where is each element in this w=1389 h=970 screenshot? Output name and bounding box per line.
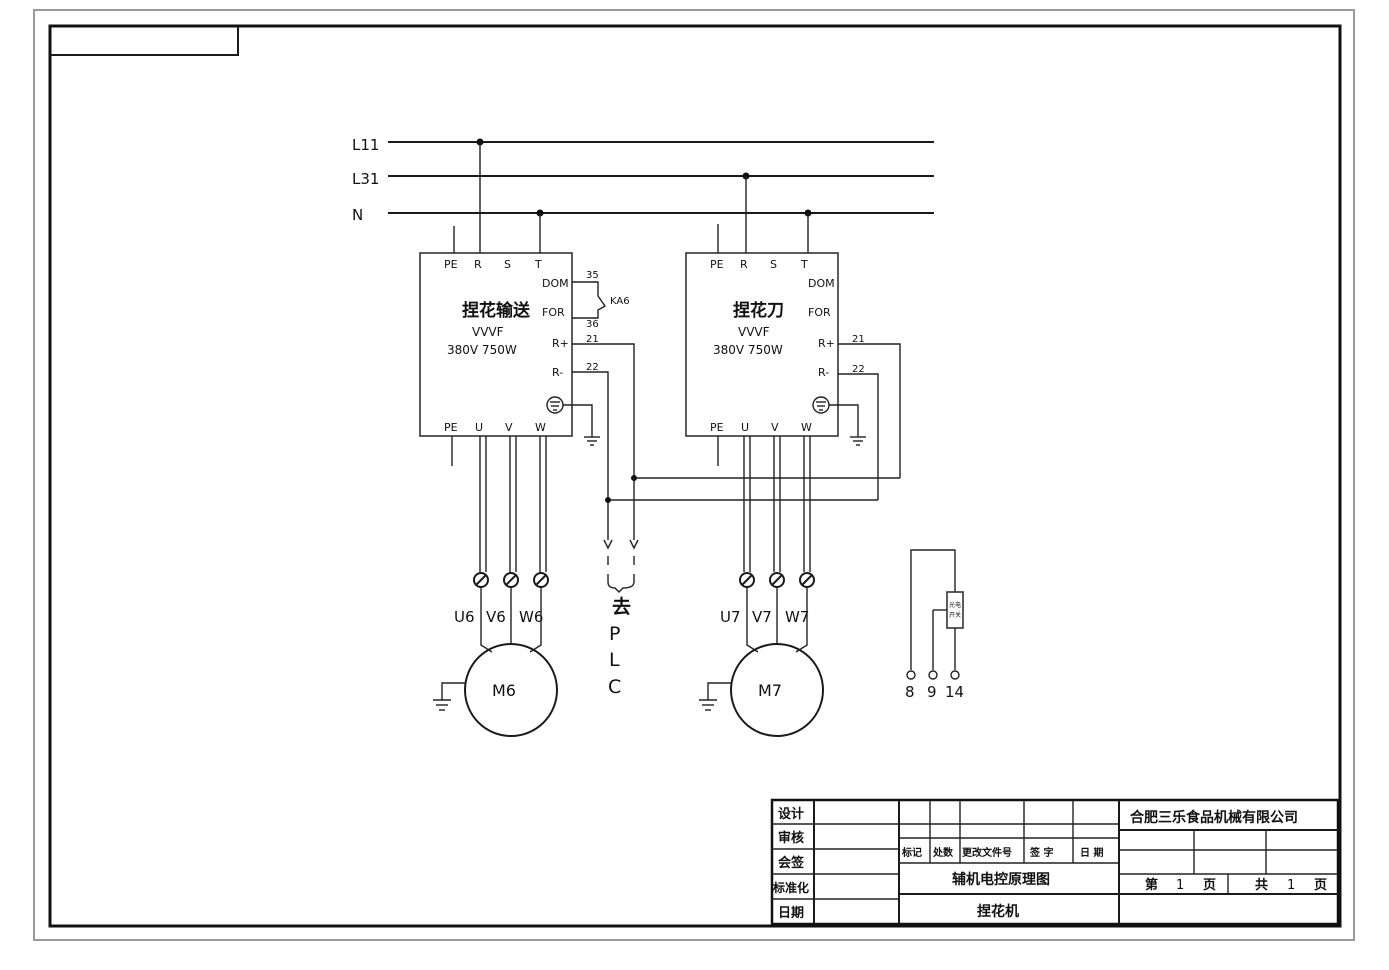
phase-v6: V6 (486, 608, 506, 626)
wire-21b: 21 (852, 334, 865, 345)
vfd2-name: 捏花刀 (733, 300, 784, 321)
plc-label-l: L (609, 649, 620, 671)
title-block: 设计 审核 会签 标准化 日期 标记 处数 更改文件号 签 字 日 期 辅机电控… (770, 798, 1340, 926)
tb-rev-date: 日 期 (1080, 846, 1103, 859)
phase-u7: U7 (720, 608, 741, 626)
plc-connector: 去 P L C (603, 539, 639, 698)
phase-w7: W7 (785, 608, 809, 626)
photo-sensor-icon (946, 591, 964, 629)
vfd2-term-pe-out: PE (710, 421, 724, 434)
tb-page-gong: 共 (1255, 877, 1268, 893)
plc-label-c: C (608, 676, 621, 698)
vfd1-term-pe-out: PE (444, 421, 458, 434)
vfd2-term-t: T (800, 258, 808, 271)
tb-rev-docno: 更改文件号 (962, 846, 1012, 859)
motor-m7-circuit: U7 V7 W7 M7 (699, 436, 824, 737)
photo-sensor: 光电 开关 8 9 14 (905, 549, 964, 701)
vfd2-term-s: S (770, 258, 777, 271)
bus-label-l31: L31 (352, 170, 379, 188)
wire-22b: 22 (852, 364, 865, 375)
phase-v7: V7 (752, 608, 772, 626)
vfd1-term-s: S (504, 258, 511, 271)
vfd1-term-u: U (475, 421, 483, 434)
vfd2-type: VVVF (738, 325, 770, 339)
vfd1-side-for: FOR (542, 306, 565, 319)
vfd2-side-rminus: R- (818, 366, 829, 379)
relay-ka6: 35 36 KA6 (572, 270, 630, 330)
relay-ka6-label: KA6 (610, 296, 630, 307)
tb-rev-mark: 标记 (901, 846, 922, 859)
vfd2-term-pe: PE (710, 258, 724, 271)
sensor-term-9: 9 (927, 683, 937, 701)
tb-label-design: 设计 (778, 806, 804, 822)
vfd1-term-pe: PE (444, 258, 458, 271)
sensor-term-8: 8 (905, 683, 915, 701)
tb-machine-name: 捏花机 (977, 903, 1019, 920)
tb-label-review: 审核 (778, 830, 804, 846)
bus-label-l11: L11 (352, 136, 379, 154)
sensor-label-2: 开关 (949, 611, 961, 619)
plc-label-go: 去 (612, 595, 631, 618)
tb-label-date: 日期 (778, 906, 804, 921)
tb-page-di: 第 (1145, 877, 1158, 893)
plc-label-p: P (609, 623, 620, 645)
tb-page-ye1: 页 (1203, 878, 1216, 893)
vfd-1: PE R S T DOM FOR R+ R- 捏花输送 VVVF 380V 75… (419, 142, 600, 466)
bus-label-n: N (352, 206, 363, 224)
motor-m6-circuit: U6 V6 W6 M6 (433, 436, 558, 737)
vfd-2: PE R S T DOM FOR R+ R- 捏花刀 VVVF 380V 750… (685, 176, 901, 500)
motor-m6-label: M6 (492, 681, 516, 700)
vfd1-term-t: T (534, 258, 542, 271)
phase-w6: W6 (519, 608, 543, 626)
wire-36: 36 (586, 319, 599, 330)
vfd2-term-v: V (771, 421, 779, 434)
tb-rev-count: 处数 (932, 846, 954, 859)
vfd1-side-rplus: R+ (552, 337, 569, 350)
vfd2-side-dom: DOM (808, 277, 835, 290)
power-bus: L11 L31 N (352, 136, 934, 224)
phase-u6: U6 (454, 608, 475, 626)
vfd1-signal-wires: 21 22 (572, 334, 900, 540)
sensor-label-1: 光电 (949, 601, 961, 609)
vfd2-term-u: U (741, 421, 749, 434)
wire-22a: 22 (586, 362, 599, 373)
vfd1-rating: 380V 750W (447, 343, 517, 357)
motor-m6-icon (464, 643, 558, 737)
vfd1-side-rminus: R- (552, 366, 563, 379)
tb-label-countersign: 会签 (778, 855, 805, 871)
vfd2-side-for: FOR (808, 306, 831, 319)
vfd1-term-w: W (535, 421, 546, 434)
vfd2-rating: 380V 750W (713, 343, 783, 357)
tb-drawing-title: 辅机电控原理图 (952, 871, 1050, 888)
vfd1-name: 捏花输送 (462, 300, 531, 321)
vfd1-type: VVVF (472, 325, 504, 339)
tb-page-ye2: 页 (1314, 878, 1327, 893)
vfd2-term-r: R (740, 258, 748, 271)
drawing-frame (33, 9, 1355, 941)
motor-m7-label: M7 (758, 681, 782, 700)
motor-m7-icon (730, 643, 824, 737)
tb-rev-sign: 签 字 (1029, 846, 1053, 859)
sensor-term-14: 14 (945, 683, 964, 701)
vfd1-term-v: V (505, 421, 513, 434)
tb-label-standard: 标准化 (772, 880, 809, 895)
vfd2-side-rplus: R+ (818, 337, 835, 350)
vfd1-term-r: R (474, 258, 482, 271)
tb-page-total: 1 (1287, 878, 1295, 893)
vfd2-term-w: W (801, 421, 812, 434)
wire-21a: 21 (586, 334, 599, 345)
tb-page-num: 1 (1176, 878, 1184, 893)
vfd1-side-dom: DOM (542, 277, 569, 290)
tb-company: 合肥三乐食品机械有限公司 (1130, 809, 1298, 826)
wire-35: 35 (586, 270, 599, 281)
